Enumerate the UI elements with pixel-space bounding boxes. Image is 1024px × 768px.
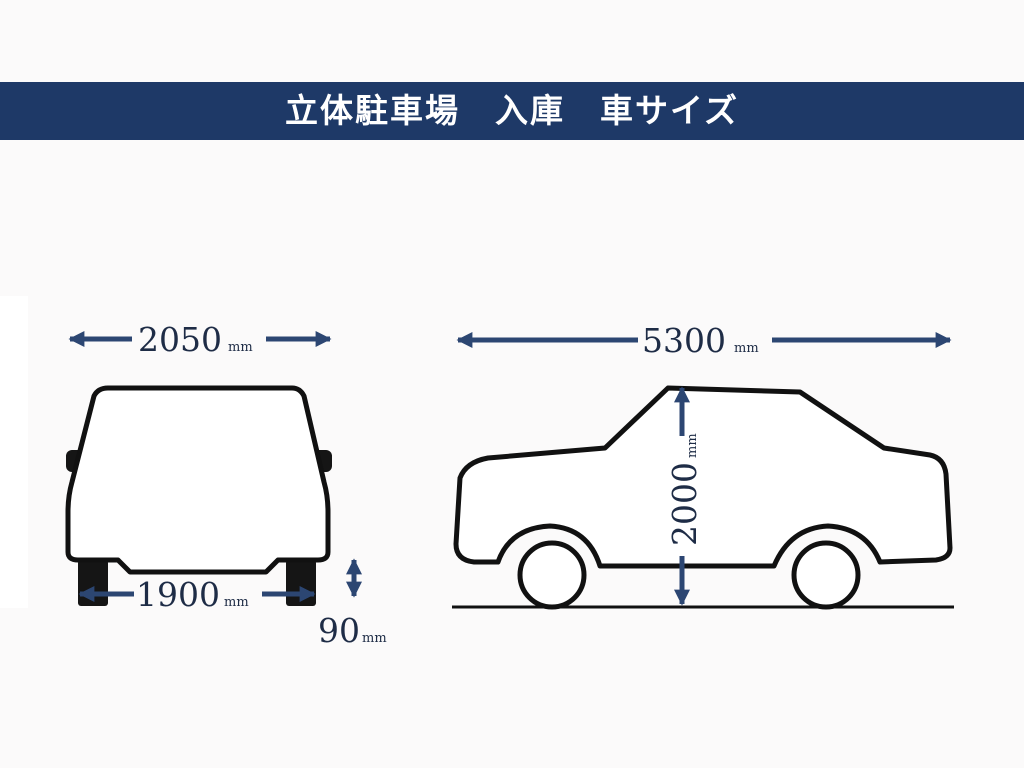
left-tire [78,560,108,606]
side-view: 5300 mm 2000 mm [452,321,954,610]
tread-value: 1900 [136,575,220,614]
width-value: 2050 [138,320,222,359]
front-body-outline [65,385,331,575]
clearance-value: 90 [318,611,360,650]
front-view: 2050 mm 1900 mm 90 mm [65,320,387,650]
height-unit: mm [685,433,700,458]
rear-wheel [517,540,587,610]
tread-unit: mm [224,595,249,610]
front-wheel [791,540,861,610]
page-title: 立体駐車場 入庫 車サイズ [284,91,739,130]
side-body-outline [453,385,953,569]
height-label: 2000 mm [665,433,704,546]
height-value: 2000 [665,462,704,546]
clearance-unit: mm [362,631,387,646]
right-tire [286,560,316,606]
title-banner: 立体駐車場 入庫 車サイズ [0,82,1024,140]
length-unit: mm [734,341,759,356]
backdrop-panel [0,296,28,608]
width-unit: mm [228,340,253,355]
length-value: 5300 [642,321,726,360]
